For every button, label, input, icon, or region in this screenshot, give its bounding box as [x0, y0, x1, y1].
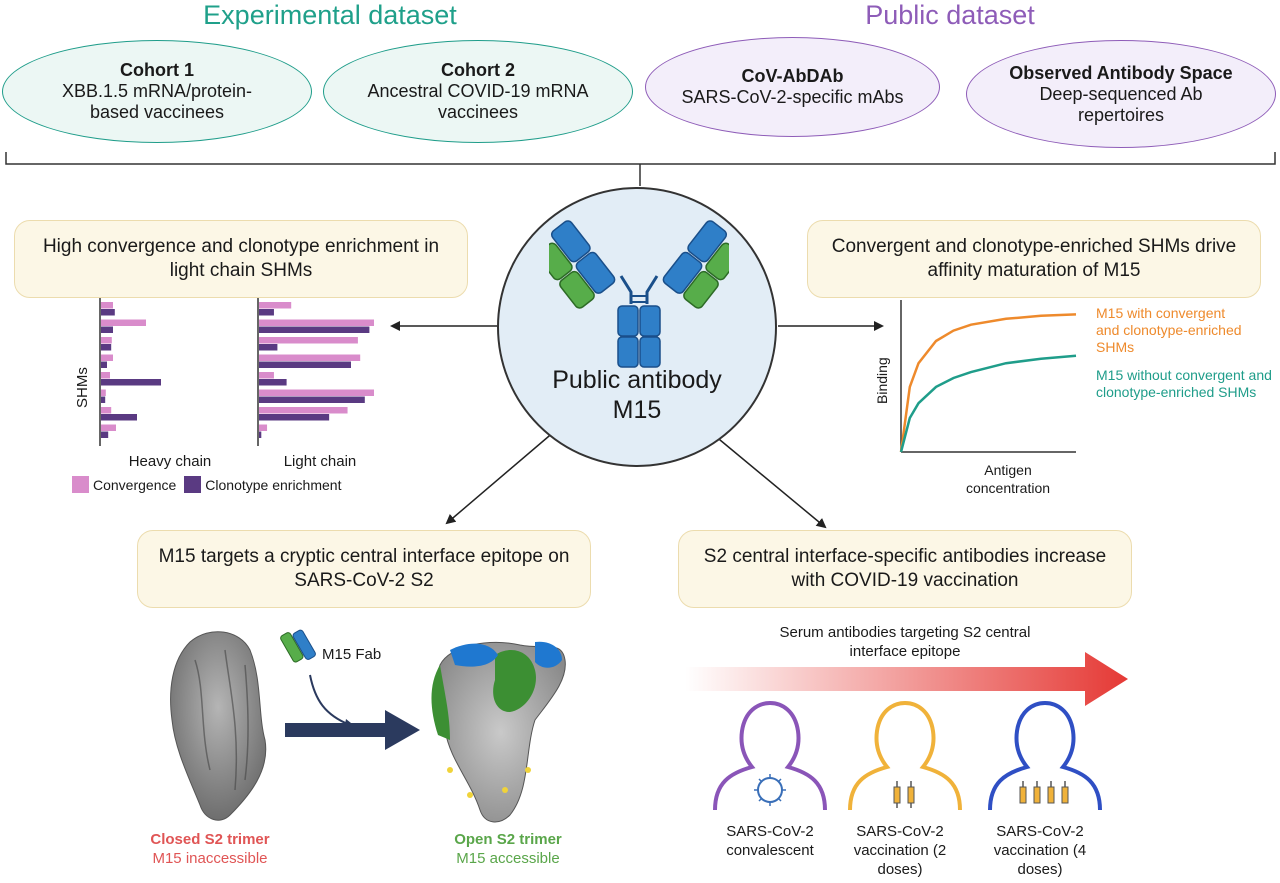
- binding-curve-1: [899, 354, 1077, 453]
- arrow-to-vaccination: [707, 429, 827, 529]
- shm-bar: [259, 337, 358, 344]
- shm-bar: [101, 379, 161, 386]
- shm-bar: [101, 431, 109, 438]
- shm-bar: [259, 396, 365, 403]
- dataset-cov-abdab: CoV-AbDAb SARS-CoV-2-specific mAbs: [645, 37, 940, 137]
- finding-light-chain-shms: High convergence and clonotype enrichmen…: [14, 220, 468, 298]
- center-title: Public antibody M15: [499, 365, 775, 425]
- legend-clonotype: Clonotype enrichment: [205, 476, 342, 493]
- shm-bar: [101, 389, 106, 396]
- dataset-cohort-2: Cohort 2 Ancestral COVID-19 mRNA vaccine…: [323, 40, 633, 143]
- closed-s2-trimer: [170, 631, 267, 821]
- shm-bar: [259, 361, 351, 368]
- shm-bar: [259, 309, 274, 316]
- binding-xlabel: Antigen concentration: [965, 462, 1051, 496]
- dataset-cohort-1: Cohort 1 XBB.1.5 mRNA/protein-based vacc…: [2, 40, 312, 143]
- antibody-icon: [549, 220, 729, 368]
- dataset-oas: Observed Antibody Space Deep-sequenced A…: [966, 40, 1276, 148]
- shm-bar: [101, 344, 112, 351]
- shm-bar: [259, 302, 292, 309]
- center-line1: Public antibody: [552, 366, 722, 394]
- shm-bar: [101, 414, 137, 421]
- serum-arrow-label: Serum antibodies targeting S2 central in…: [779, 624, 1031, 660]
- open-s2-trimer: [431, 641, 566, 823]
- shm-bar: [259, 372, 274, 379]
- shm-bar: [259, 379, 287, 386]
- shm-bar: [259, 389, 374, 396]
- person-4-doses: [988, 700, 1102, 811]
- shm-bar: [101, 309, 115, 316]
- finding-vaccination-increase: S2 central interface-specific antibodies…: [678, 530, 1132, 608]
- shm-bar: [101, 319, 146, 326]
- shm-bar: [101, 396, 106, 403]
- open-sub: M15 accessible: [456, 850, 560, 867]
- shm-bar: [259, 319, 374, 326]
- shm-bar: [259, 326, 370, 333]
- shm-bar: [101, 326, 113, 333]
- shm-bar: [101, 424, 116, 431]
- dataset-desc: SARS-CoV-2-specific mAbs: [681, 87, 904, 107]
- dataset-bracket: [5, 152, 1276, 165]
- binding-chart: Binding Antigen concentration M15 with c…: [868, 300, 1278, 500]
- shm-bar: [259, 354, 361, 361]
- shm-bar: [259, 407, 348, 414]
- shm-bar: [101, 372, 110, 379]
- dataset-desc: Ancestral COVID-19 mRNA vaccinees: [367, 81, 589, 122]
- legend-convergence: Convergence: [93, 476, 177, 493]
- shm-bar: [101, 407, 112, 414]
- group-label-4-doses: SARS-CoV-2 vaccination (4 doses): [993, 823, 1087, 878]
- transition-arrow: [285, 710, 420, 750]
- public-dataset-header: Public dataset: [865, 0, 1035, 30]
- group-label-convalescent: SARS-CoV-2 convalescent: [726, 823, 814, 859]
- shm-bar: [259, 431, 262, 438]
- finding-cryptic-epitope: M15 targets a cryptic central interface …: [137, 530, 591, 608]
- shm-bars: [99, 298, 374, 446]
- legend-swatch-clonotype: [184, 476, 202, 493]
- legend-swatch-convergence: [72, 476, 89, 493]
- person-convalescent: [713, 700, 827, 811]
- serum-gradient-arrow: [685, 652, 1128, 706]
- person-figures: [713, 700, 1102, 811]
- structure-illustration: [170, 629, 566, 823]
- finding-affinity-maturation: Convergent and clonotype-enriched SHMs d…: [807, 220, 1261, 298]
- shm-bar: [101, 354, 113, 361]
- shm-bar: [101, 361, 107, 368]
- dataset-title: Observed Antibody Space: [1009, 62, 1233, 83]
- shm-bar: [259, 414, 330, 421]
- dataset-desc: XBB.1.5 mRNA/protein-based vaccinees: [61, 81, 253, 122]
- closed-trimer-caption: Closed S2 trimer M15 inaccessible: [130, 830, 290, 868]
- dataset-desc: Deep-sequenced Ab repertoires: [1039, 83, 1203, 125]
- shm-bar: [101, 337, 112, 344]
- closed-title: Closed S2 trimer: [150, 831, 270, 848]
- closed-sub: M15 inaccessible: [152, 850, 268, 867]
- dataset-title: Cohort 2: [441, 60, 515, 80]
- shm-chart: SHMs Heavy chain Light chain Convergence…: [50, 298, 390, 498]
- fab-curve-arrow: [309, 674, 351, 726]
- person-2-doses: [848, 700, 962, 811]
- fab-label: M15 Fab: [322, 646, 382, 663]
- series-label-without: M15 without convergent and clonotype-enr…: [1096, 367, 1272, 400]
- dataset-title: CoV-AbDAb: [741, 66, 844, 86]
- center-line2: M15: [612, 396, 662, 424]
- shm-legend: Convergence Clonotype enrichment: [72, 476, 402, 493]
- arrow-to-structure: [445, 424, 563, 525]
- series-label-with: M15 with convergent and clonotype-enrich…: [1096, 305, 1242, 355]
- m15-fab-icon: [280, 629, 316, 663]
- group-label-2-doses: SARS-CoV-2 vaccination (2 doses): [853, 823, 947, 878]
- dataset-title: Cohort 1: [120, 60, 194, 80]
- experimental-dataset-header: Experimental dataset: [203, 0, 457, 30]
- public-antibody-circle: Public antibody M15: [497, 187, 777, 467]
- light-chain-label: Light chain: [283, 453, 357, 470]
- shm-bar: [259, 344, 278, 351]
- open-title: Open S2 trimer: [454, 831, 562, 848]
- shm-bar: [259, 424, 268, 431]
- open-trimer-caption: Open S2 trimer M15 accessible: [428, 830, 588, 868]
- binding-curve-0: [899, 313, 1077, 453]
- heavy-chain-label: Heavy chain: [128, 453, 212, 470]
- binding-ylabel: Binding: [874, 357, 890, 404]
- shm-bar: [101, 302, 113, 309]
- binding-curves: [899, 300, 1077, 453]
- shm-ylabel: SHMs: [74, 367, 91, 408]
